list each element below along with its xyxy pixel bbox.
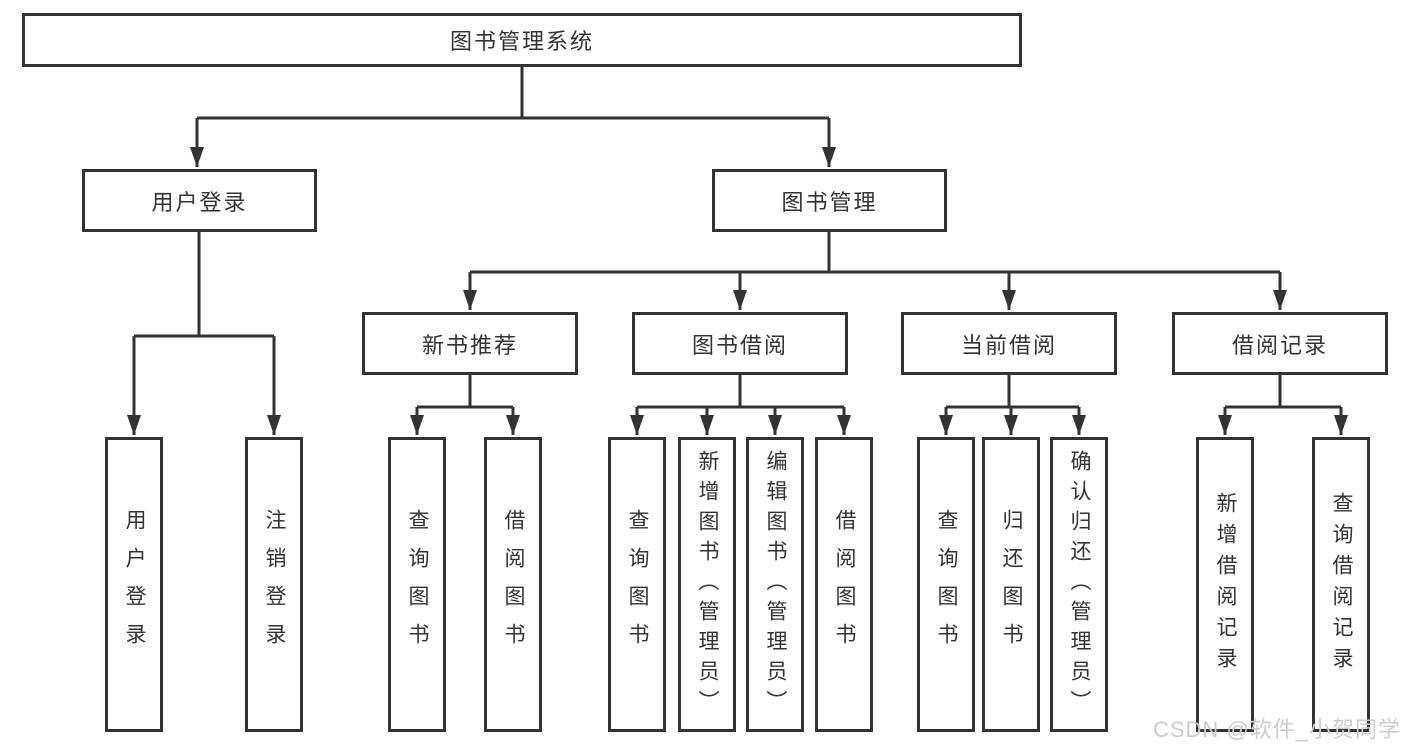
- node-library-system: 图书管理系统: [22, 13, 1022, 67]
- node-current-borrowing: 当前借阅: [901, 312, 1117, 375]
- node-new-book-recommendation: 新书推荐: [362, 312, 578, 375]
- node-borrowing-records: 借阅记录: [1172, 312, 1388, 375]
- leaf-edit-books-admin: 编辑图书（管理员）: [746, 437, 804, 732]
- leaf-query-books: 查询图书: [608, 437, 666, 732]
- leaf-query-borrow-record: 查询借阅记录: [1312, 437, 1370, 732]
- leaf-confirm-return-admin: 确认归还（管理员）: [1050, 437, 1108, 732]
- leaf-logout: 注销登录: [245, 437, 303, 732]
- leaf-borrow-books: 借阅图书: [815, 437, 873, 732]
- node-user-login: 用户登录: [82, 169, 317, 232]
- leaf-user-login: 用户登录: [105, 437, 163, 732]
- leaf-return-books: 归还图书: [982, 437, 1040, 732]
- leaf-add-books-admin: 新增图书（管理员）: [678, 437, 736, 732]
- leaf-borrow-books: 借阅图书: [484, 437, 542, 732]
- node-book-management: 图书管理: [712, 169, 947, 232]
- leaf-add-borrow-record: 新增借阅记录: [1196, 437, 1254, 732]
- leaf-query-books: 查询图书: [917, 437, 975, 732]
- leaf-query-books: 查询图书: [388, 437, 446, 732]
- node-book-borrowing: 图书借阅: [632, 312, 848, 375]
- watermark: CSDN @软件_小贺同学: [1152, 717, 1401, 742]
